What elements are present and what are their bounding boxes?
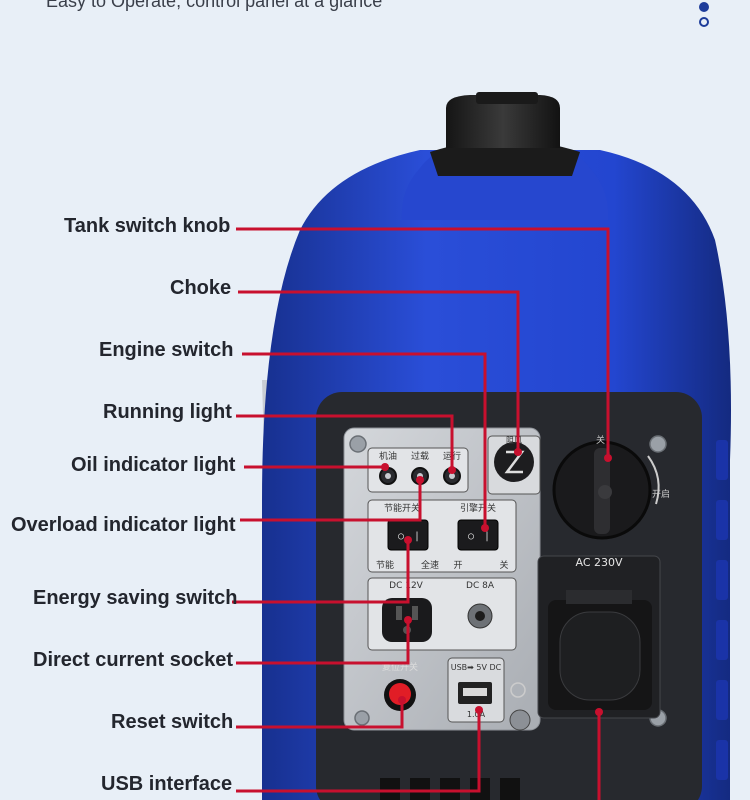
faceplate-screws bbox=[349, 435, 667, 727]
leader-overload-indicator-light bbox=[240, 480, 422, 522]
eco-switch-title: 节能开关 bbox=[384, 502, 420, 514]
engine-on-label: 开 bbox=[453, 560, 462, 571]
leader-reset-switch bbox=[236, 700, 404, 729]
overload-light-label: 过载 bbox=[411, 450, 429, 462]
ground-icon bbox=[510, 682, 526, 698]
fuel-cap bbox=[446, 95, 560, 148]
engine-off-label: 关 bbox=[499, 559, 508, 571]
label-energy-saving-switch: Energy saving switch bbox=[33, 587, 238, 609]
label-usb-interface: USB interface bbox=[101, 773, 233, 795]
engine-switch[interactable] bbox=[457, 519, 499, 551]
svg-text:|: | bbox=[414, 531, 420, 542]
usb-current: 1.0A bbox=[467, 710, 486, 719]
leader-running-light bbox=[236, 414, 454, 470]
dc-8a-label: DC 8A bbox=[466, 581, 495, 591]
label-overload-indicator-light: Overload indicator light bbox=[11, 514, 236, 536]
knob-arrow bbox=[647, 455, 660, 505]
ac-label: AC 230V bbox=[575, 556, 623, 569]
label-tank-switch-knob: Tank switch knob bbox=[64, 215, 231, 237]
leader-engine-switch bbox=[242, 352, 487, 528]
engine-switch-title: 引擎开关 bbox=[460, 502, 496, 514]
pager-dot[interactable] bbox=[699, 17, 709, 27]
eco-left-label: 节能 bbox=[376, 559, 394, 571]
ac-socket[interactable] bbox=[559, 611, 641, 701]
svg-text:○: ○ bbox=[468, 531, 474, 542]
choke-label: 阻风 bbox=[506, 436, 522, 445]
label-running-light: Running light bbox=[103, 401, 232, 423]
svg-text:○: ○ bbox=[398, 531, 404, 542]
label-choke: Choke bbox=[170, 277, 232, 299]
leader-energy-saving-switch bbox=[232, 540, 410, 604]
usb-label: USB➡ 5V DC bbox=[451, 663, 502, 672]
leader-usb-interface bbox=[236, 710, 481, 793]
svg-text:|: | bbox=[484, 531, 490, 542]
tank-on-label: 开启 bbox=[652, 488, 670, 500]
leader-end-dots bbox=[381, 448, 612, 716]
leader-choke bbox=[238, 290, 520, 452]
label-reset-switch: Reset switch bbox=[111, 711, 234, 733]
ground-terminal bbox=[509, 709, 531, 731]
label-engine-switch: Engine switch bbox=[99, 339, 234, 361]
tagline: Easy to Operate, control panel at a glan… bbox=[46, 0, 383, 11]
bottom-vents bbox=[380, 778, 520, 800]
pager-dot-active[interactable] bbox=[699, 2, 709, 12]
fuel-cap-top bbox=[476, 92, 538, 104]
fuel-cap-base bbox=[430, 140, 580, 176]
label-direct-current-socket: Direct current socket bbox=[33, 649, 234, 671]
dc-12v-label: DC 12V bbox=[389, 581, 424, 591]
carousel-pager bbox=[699, 2, 711, 32]
eco-right-label: 全速 bbox=[421, 559, 439, 571]
label-oil-indicator-light: Oil indicator light bbox=[71, 454, 236, 476]
leader-tank-switch-knob bbox=[236, 227, 610, 458]
callout-leader-lines bbox=[232, 227, 610, 800]
leader-direct-current-socket bbox=[236, 620, 410, 665]
oil-light-label: 机油 bbox=[379, 450, 397, 462]
body-ridges bbox=[716, 440, 728, 780]
tank-off-label: 关 bbox=[596, 434, 605, 446]
